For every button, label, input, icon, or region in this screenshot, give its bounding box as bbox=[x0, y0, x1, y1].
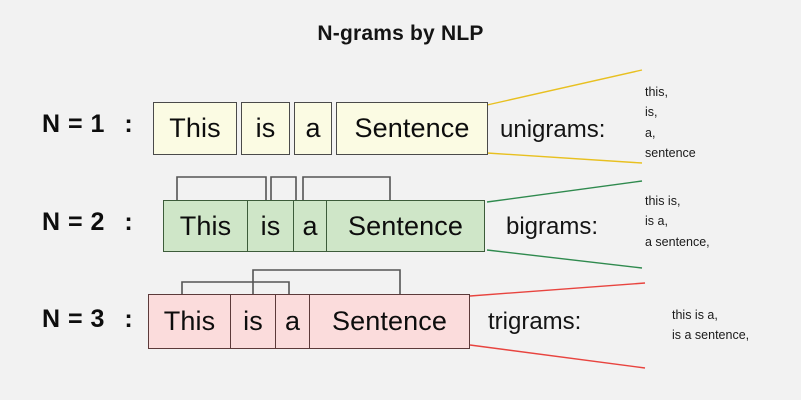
gram-item: this is a, bbox=[672, 308, 718, 322]
row-label-trigram-n: N = 3 bbox=[42, 305, 105, 333]
gram-item: sentence bbox=[645, 145, 696, 160]
word-box-is[interactable]: is bbox=[241, 102, 290, 155]
word-box-this[interactable]: This bbox=[153, 102, 237, 155]
word-boxes-trigram: This is a Sentence bbox=[148, 294, 470, 349]
gram-item: is, bbox=[645, 105, 658, 120]
gram-item: is a, bbox=[645, 214, 668, 229]
page-title: N-grams by NLP bbox=[317, 22, 484, 45]
gram-item: this is, bbox=[645, 194, 681, 208]
connector-line-bigram-bottom bbox=[486, 249, 643, 269]
gram-label-trigrams: trigrams: bbox=[488, 308, 582, 335]
word-box-is[interactable]: is bbox=[230, 294, 275, 349]
row-label-bigram-colon: : bbox=[124, 208, 134, 236]
word-box-sentence[interactable]: Sentence bbox=[309, 294, 470, 349]
row-label-unigram-colon: : bbox=[124, 110, 134, 138]
connector-line-bigram-top bbox=[486, 180, 643, 203]
row-label-bigram: N = 2 : bbox=[42, 208, 133, 237]
row-label-unigram: N = 1 : bbox=[42, 110, 133, 139]
row-label-trigram-colon: : bbox=[124, 305, 134, 333]
word-box-a[interactable]: a bbox=[294, 102, 332, 155]
word-box-a[interactable]: a bbox=[275, 294, 309, 349]
row-label-trigram: N = 3 : bbox=[42, 305, 133, 334]
gram-list-unigrams: this, is, a, sentence bbox=[645, 82, 696, 163]
gram-label-bigrams: bigrams: bbox=[506, 213, 599, 240]
gram-item: a sentence, bbox=[645, 234, 710, 249]
gram-item: a, bbox=[645, 125, 656, 140]
gram-list-trigrams: this is a, is a sentence, bbox=[672, 305, 749, 346]
gram-list-bigrams: this is, is a, a sentence, bbox=[645, 191, 710, 252]
word-boxes-bigram: This is a Sentence bbox=[163, 200, 485, 252]
connector-line-unigram-top bbox=[486, 69, 643, 106]
row-label-bigram-n: N = 2 bbox=[42, 208, 105, 236]
word-box-a[interactable]: a bbox=[293, 200, 326, 252]
connector-line-unigram-bottom bbox=[486, 152, 643, 164]
word-box-this[interactable]: This bbox=[148, 294, 230, 349]
connector-line-trigram-top bbox=[469, 282, 646, 297]
connector-line-trigram-bottom bbox=[469, 344, 646, 369]
word-boxes-unigram: This is a Sentence bbox=[153, 102, 488, 155]
word-box-sentence[interactable]: Sentence bbox=[336, 102, 488, 155]
bracket-trigram-is-a-sentence bbox=[252, 269, 401, 297]
gram-label-unigrams: unigrams: bbox=[500, 116, 606, 143]
word-box-is[interactable]: is bbox=[247, 200, 293, 252]
gram-item: this, bbox=[645, 85, 668, 99]
gram-item: is a sentence, bbox=[672, 328, 750, 343]
word-box-sentence[interactable]: Sentence bbox=[326, 200, 485, 252]
word-box-this[interactable]: This bbox=[163, 200, 247, 252]
row-label-unigram-n: N = 1 bbox=[42, 110, 105, 138]
